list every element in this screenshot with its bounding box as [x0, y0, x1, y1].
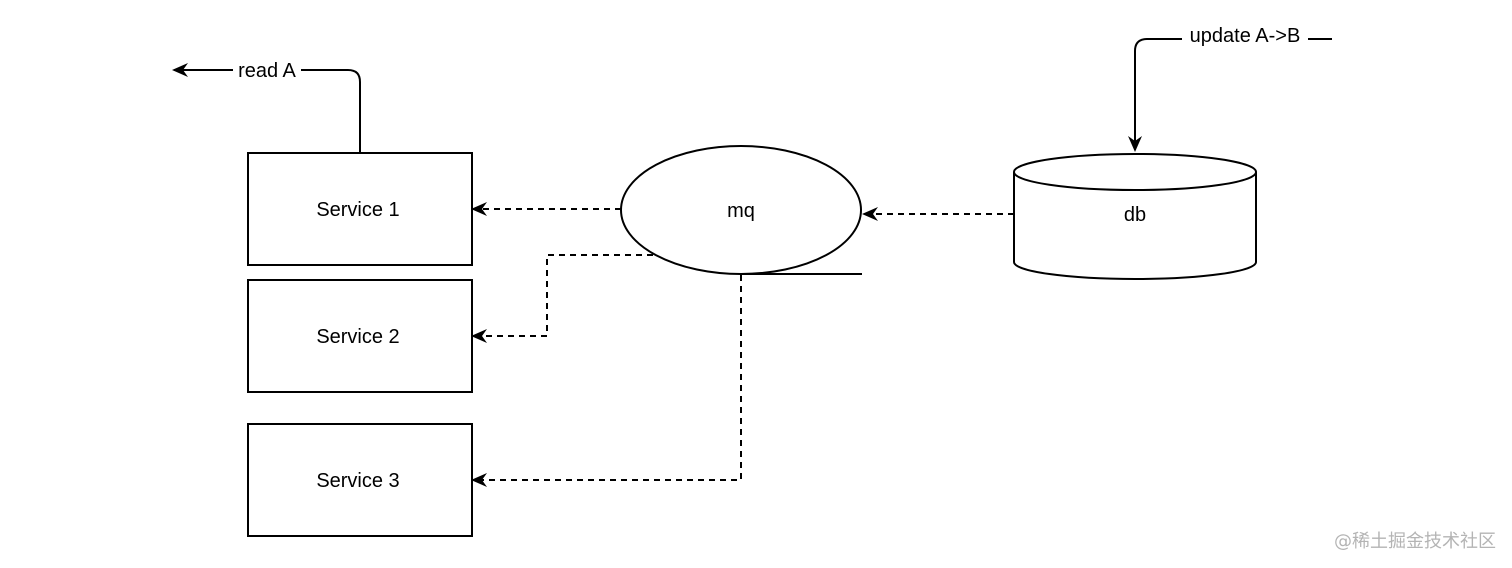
mq-to-service-3-edge	[471, 275, 742, 487]
service-1-node[interactable]: Service 1	[247, 152, 473, 266]
watermark-text: @稀土掘金技术社区	[1334, 531, 1496, 552]
service-3-node[interactable]: Service 3	[247, 423, 473, 537]
read-edge-line-upper	[301, 69, 361, 153]
db-cylinder-top	[1013, 153, 1257, 191]
mq-node[interactable]: mq	[620, 145, 862, 275]
db-label: db	[1124, 204, 1146, 226]
db-cylinder-body	[1013, 172, 1257, 280]
update-edge: update A->B	[1128, 25, 1332, 152]
service-2-node[interactable]: Service 2	[247, 279, 473, 393]
update-edge-label: update A->B	[1190, 25, 1301, 47]
read-edge: read A	[172, 60, 361, 153]
db-node[interactable]: db	[1013, 153, 1257, 280]
service-3-box	[247, 423, 473, 537]
update-edge-arrow	[1128, 38, 1182, 152]
read-edge-label: read A	[238, 60, 296, 82]
mq-label: mq	[727, 200, 755, 222]
service-1-box	[247, 152, 473, 266]
service-1-label: Service 1	[316, 199, 399, 221]
mq-to-service-2-edge	[471, 254, 653, 343]
service-3-label: Service 3	[316, 470, 399, 492]
service-2-box	[247, 279, 473, 393]
service-2-label: Service 2	[316, 326, 399, 348]
